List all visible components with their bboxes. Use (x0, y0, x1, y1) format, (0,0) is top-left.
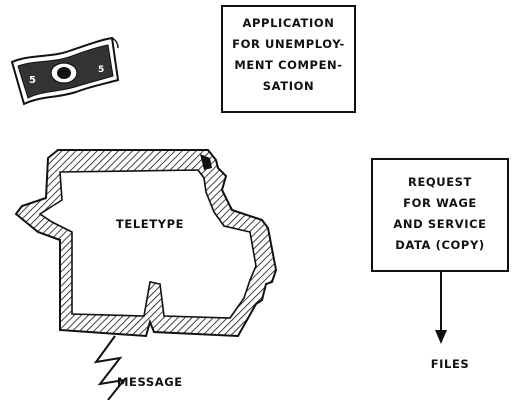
request-line-4: DATA (COPY) (395, 238, 485, 252)
application-line-3: MENT COMPEN- (234, 58, 343, 72)
request-box: REQUEST FOR WAGE AND SERVICE DATA (COPY) (371, 158, 509, 272)
request-line-3: AND SERVICE (393, 217, 487, 231)
files-label: FILES (430, 357, 470, 371)
message-label: MESSAGE (117, 375, 183, 389)
application-line-4: SATION (262, 79, 315, 93)
lightning-message-icon (93, 335, 127, 400)
svg-text:5: 5 (98, 65, 104, 75)
dollar-bill-icon: 5 5 (10, 36, 120, 106)
arrow-down-icon (435, 272, 447, 344)
teletype-label: TELETYPE (115, 217, 185, 231)
request-line-1: REQUEST (407, 175, 472, 189)
teletype-machine-icon (14, 149, 278, 338)
application-box: APPLICATION FOR UNEMPLOY- MENT COMPEN- S… (221, 5, 356, 113)
application-line-1: APPLICATION (242, 16, 335, 30)
application-line-2: FOR UNEMPLOY- (232, 37, 345, 51)
request-line-2: FOR WAGE (403, 196, 477, 210)
svg-text:5: 5 (29, 75, 36, 86)
